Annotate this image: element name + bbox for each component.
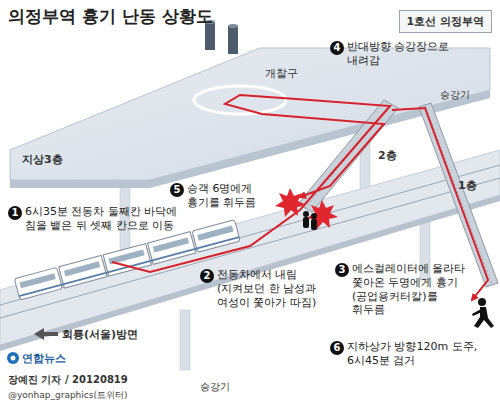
label: 1층 bbox=[458, 178, 477, 193]
station-name: 1호선 의정부역 bbox=[407, 14, 484, 29]
label: 지상3층 bbox=[22, 152, 63, 167]
label: 승강기 bbox=[440, 88, 470, 102]
train bbox=[14, 220, 240, 300]
gate-ring bbox=[194, 86, 286, 114]
station-box: 1호선 의정부역 bbox=[399, 10, 492, 33]
callout: 5승객 6명에게 흉기를 휘두름 bbox=[170, 182, 279, 210]
label: 승강기 bbox=[200, 380, 230, 394]
callout-text: 전동차에서 내림 (지켜보던 한 남성과 여성이 쫓아가 따짐) bbox=[217, 268, 329, 309]
callout: 4반대방향 승강장으로 내려감 bbox=[330, 40, 459, 68]
callout-text: 지하상가 방향120m 도주, 6시45분 검거 bbox=[347, 340, 479, 368]
runner-figure bbox=[472, 298, 494, 328]
title: 의정부역 흉기 난동 상황도 bbox=[8, 5, 213, 28]
upper-floor-edge bbox=[10, 90, 490, 188]
label: 연합뉴스 bbox=[22, 351, 66, 366]
platform-edge bbox=[0, 195, 500, 351]
callout: 6지하상가 방향120m 도주, 6시45분 검거 bbox=[330, 340, 479, 368]
stairs bbox=[419, 103, 498, 287]
callout-number: 3 bbox=[335, 263, 349, 277]
attack-burst bbox=[307, 200, 338, 229]
callout-text: 에스컬레이터에 올라타 쫓아온 두명에게 흉기 (공업용커터칼)를 휘두름 bbox=[352, 262, 470, 317]
callout-text: 승객 6명에게 흉기를 휘두름 bbox=[187, 182, 279, 210]
callout-number: 5 bbox=[170, 183, 184, 197]
callout-number: 4 bbox=[330, 41, 344, 55]
callout-number: 1 bbox=[8, 206, 22, 220]
caption: 장예진 기자 / 20120819 bbox=[8, 373, 128, 387]
label: @yonhap_graphics(트위터) bbox=[8, 389, 127, 402]
label: 개찰구 bbox=[265, 66, 298, 81]
callout: 3에스컬레이터에 올라타 쫓아온 두명에게 흉기 (공업용커터칼)를 휘두름 bbox=[335, 262, 470, 317]
label: 2층 bbox=[378, 148, 397, 163]
logo-icon bbox=[7, 352, 19, 364]
people bbox=[303, 211, 317, 230]
label: 회룡(서울)방면 bbox=[62, 327, 138, 342]
callout: 2전동차에서 내림 (지켜보던 한 남성과 여성이 쫓아가 따짐) bbox=[200, 268, 329, 309]
direction-arrow bbox=[34, 328, 58, 340]
attack-burst bbox=[275, 188, 306, 217]
logo-icon bbox=[11, 356, 16, 361]
callout-text: 6시35분 전동차 둘째칸 바닥에 침을 뱉은 뒤 셋째 칸으로 이동 bbox=[25, 205, 190, 233]
callout-text: 반대방향 승강장으로 내려감 bbox=[347, 40, 459, 68]
callout-number: 2 bbox=[200, 269, 214, 283]
callout-number: 6 bbox=[330, 341, 344, 355]
callout: 16시35분 전동차 둘째칸 바닥에 침을 뱉은 뒤 셋째 칸으로 이동 bbox=[8, 205, 190, 233]
